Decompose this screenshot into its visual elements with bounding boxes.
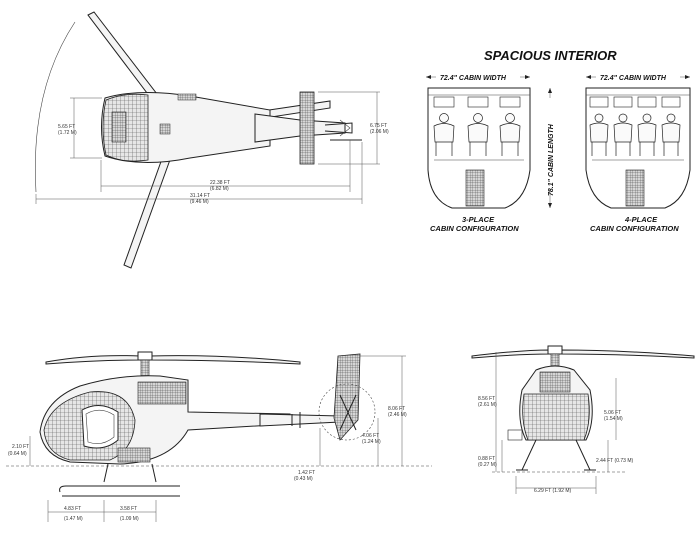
top-view-dimensions: 5.65 FT (1.72 M) 6.75 FT (2.06 M) 22.38 …: [35, 91, 389, 205]
config3-line2: CABIN CONFIGURATION: [430, 224, 519, 233]
front-cabin-ft: 5.06 FT: [604, 410, 621, 416]
cabin-width-right: 72.4" CABIN WIDTH: [600, 75, 667, 82]
config3-line1: 3-PLACE: [462, 215, 495, 224]
front-bottom-m: (0.27 M): [478, 462, 497, 468]
dim-tail-m: (2.06 M): [370, 129, 389, 135]
side-tailheight-m: (1.24 M): [362, 439, 381, 445]
side-height-m: (2.46 M): [388, 412, 407, 418]
side-tailclear-m: (0.43 M): [294, 476, 313, 482]
dim-width-m: (1.72 M): [58, 130, 77, 136]
dim-fuselage-m: (6.82 M): [210, 186, 229, 192]
dim-width-ft: 5.65 FT: [58, 124, 75, 130]
config4-line2: CABIN CONFIGURATION: [590, 224, 679, 233]
dim-overall-ft: 31.14 FT: [190, 193, 210, 199]
side-tailheight-ft: 4.06 FT: [362, 433, 379, 439]
side-skidfront-m: (1.47 M): [64, 516, 83, 522]
cabin-length: 78.1" CABIN LENGTH: [548, 123, 555, 196]
side-skidrear-m: (1.09 M): [120, 516, 139, 522]
config4-line1: 4-PLACE: [624, 215, 658, 224]
cabin-width-left: 72.4" CABIN WIDTH: [440, 75, 507, 82]
side-skidfront-ft: 4.83 FT: [64, 506, 81, 512]
side-height-ft: 8.06 FT: [388, 406, 405, 412]
dim-tail-ft: 6.75 FT: [370, 123, 387, 129]
cabin-3-place: [427, 87, 531, 209]
dim-overall-m: (9.46 M): [190, 199, 209, 205]
interior-section: SPACIOUS INTERIOR 72.4" CABIN WIDTH 72.4…: [426, 48, 691, 233]
front-height-m: (2.61 M): [478, 402, 497, 408]
side-skidrear-ft: 3.58 FT: [120, 506, 137, 512]
main-rotor-side-right: [149, 355, 301, 365]
side-tailclear-ft: 1.42 FT: [298, 470, 315, 476]
side-groundclear-m: (0.64 M): [8, 451, 27, 457]
front-skidgap: 2.44 FT (0.73 M): [596, 458, 633, 464]
front-bottom-ft: 0.88 FT: [478, 456, 495, 462]
front-view: 8.56 FT (2.61 M) 5.06 FT (1.54 M) 0.88 F…: [471, 345, 695, 494]
interior-title: SPACIOUS INTERIOR: [484, 48, 617, 63]
cabin-4-place: [585, 87, 691, 209]
front-cabin-m: (1.54 M): [604, 416, 623, 422]
dim-fuselage-ft: 22.38 FT: [210, 180, 230, 186]
fuselage-top: [101, 91, 362, 165]
main-rotor-side-left: [45, 355, 141, 365]
front-skidwidth: 6.29 FT (1.92 M): [534, 488, 571, 494]
front-height-ft: 8.56 FT: [478, 396, 495, 402]
top-view: 5.65 FT (1.72 M) 6.75 FT (2.06 M) 22.38 …: [35, 11, 389, 269]
side-groundclear-ft: 2.10 FT: [12, 444, 29, 450]
rotor-sweep-arc: [35, 21, 76, 193]
side-view: 8.06 FT (2.46 M) 4.06 FT (1.24 M) 2.10 F…: [6, 351, 432, 522]
tail-fin-side: [333, 353, 361, 441]
